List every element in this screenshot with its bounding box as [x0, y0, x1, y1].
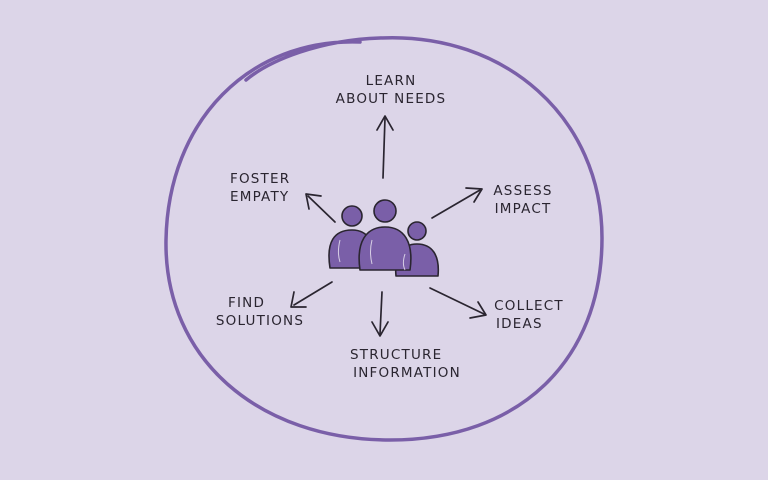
arrow-lower-left-icon	[290, 281, 333, 308]
label-learn-about-needs: LEARN ABOUT NEEDS	[335, 73, 447, 107]
label-assess-impact: ASSESS IMPACT	[493, 183, 553, 217]
arrow-lower-right-icon	[429, 287, 487, 319]
group-of-people-icon	[328, 199, 440, 277]
label-structure-information: STRUCTURE INFORMATION	[350, 347, 461, 381]
label-find-solutions: FIND SOLUTIONS	[215, 295, 305, 329]
label-foster-empathy: FOSTER EMPATY	[230, 171, 291, 205]
arrow-up-icon	[376, 115, 394, 179]
outer-circle	[164, 36, 604, 442]
arrow-upper-right-icon	[431, 187, 483, 219]
arrow-upper-left-icon	[305, 193, 336, 223]
arrow-down-icon	[371, 291, 389, 337]
label-collect-ideas: COLLECT IDEAS	[494, 298, 564, 332]
